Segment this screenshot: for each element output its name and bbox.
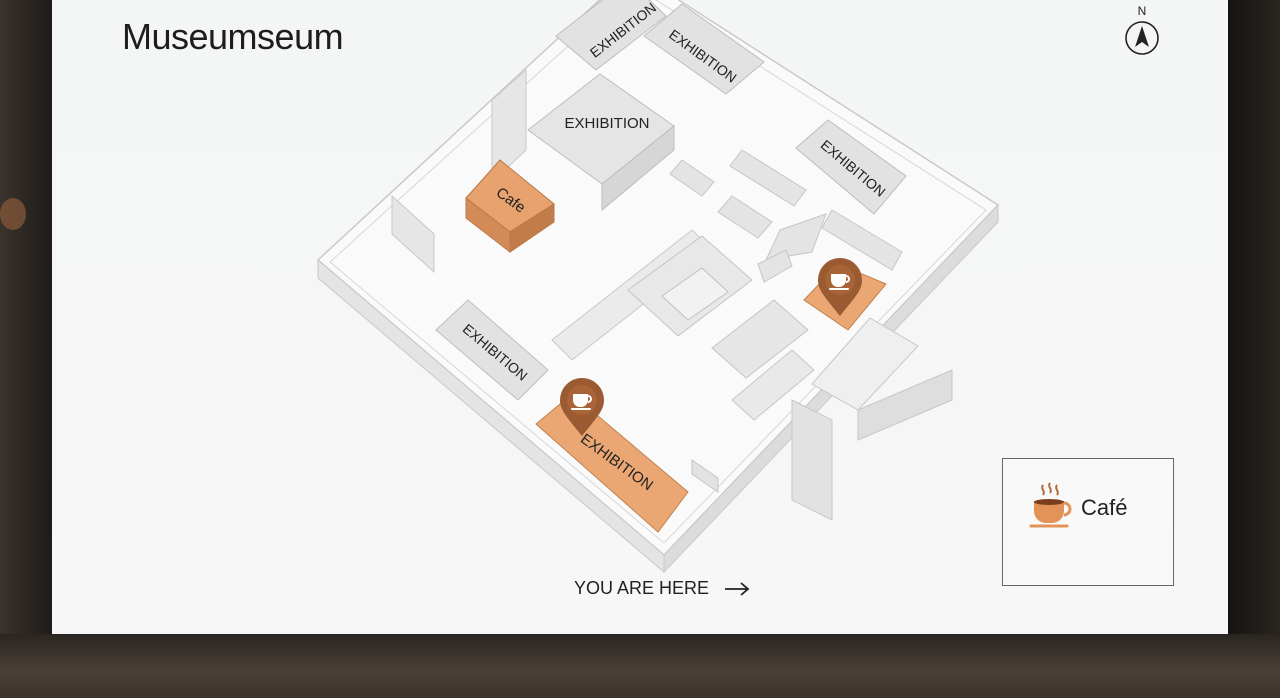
compass-icon <box>1125 21 1159 55</box>
legend-cafe-label: Café <box>1081 495 1128 520</box>
you-are-here-label: YOU ARE HERE <box>574 578 710 598</box>
page-title: Museumseum <box>122 16 344 57</box>
cafe-map-pin-left[interactable] <box>560 378 604 436</box>
compass-north-label: N <box>1137 4 1147 18</box>
display-bezel-left <box>0 0 60 640</box>
display-bezel-bottom <box>0 634 1280 698</box>
coffee-cup-icon <box>571 394 592 410</box>
bezel-light-reflection <box>0 198 26 230</box>
you-are-here-marker: YOU ARE HERE <box>574 578 751 599</box>
room-exhibition-center[interactable]: EXHIBITION <box>527 73 675 212</box>
kiosk-screen: Museumseum N <box>52 0 1228 634</box>
room-label: EXHIBITION <box>564 115 649 132</box>
cafe-map-pin-right[interactable] <box>818 258 862 316</box>
arrow-right-icon <box>725 581 750 596</box>
coffee-cup-icon <box>829 274 850 290</box>
floor-plan-map[interactable]: EXHIBITION EXHIBITION EXHIBITION EXHIBIT… <box>52 0 1228 634</box>
compass: N <box>1124 4 1160 56</box>
display-bezel-right <box>1220 0 1280 640</box>
coffee-cup-icon <box>1029 482 1072 528</box>
map-legend: Café <box>1002 458 1174 586</box>
room-cafe[interactable]: Cafe <box>465 159 555 254</box>
